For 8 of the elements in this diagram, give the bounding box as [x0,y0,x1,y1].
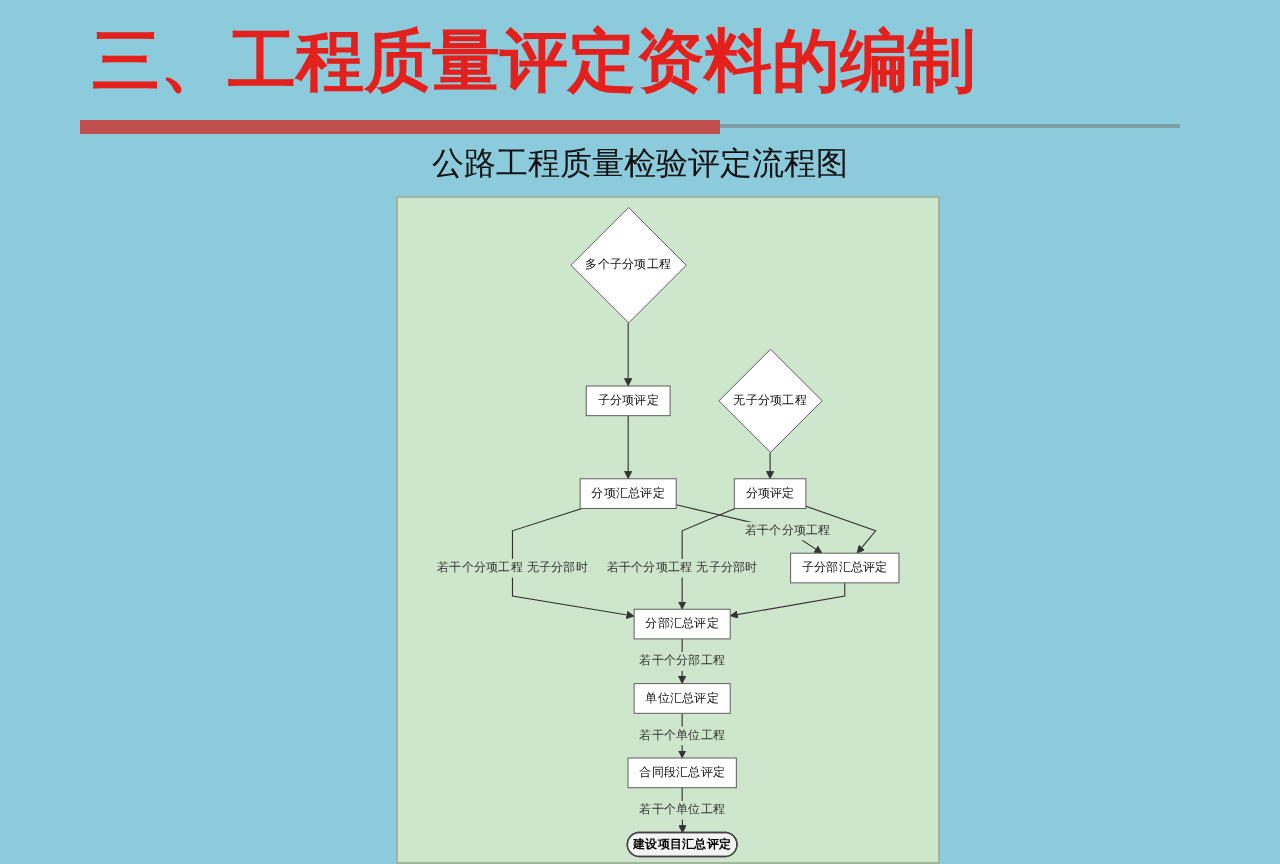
arrow [765,451,775,480]
arrow [624,322,633,387]
arrow [805,505,877,554]
arrow [624,415,633,480]
arrow [729,582,846,619]
arrow [511,507,635,619]
diagram-heading: 公路工程质量检验评定流程图 [432,144,848,182]
slide-title: 三、工程质量评定资料的编制 [92,20,976,106]
